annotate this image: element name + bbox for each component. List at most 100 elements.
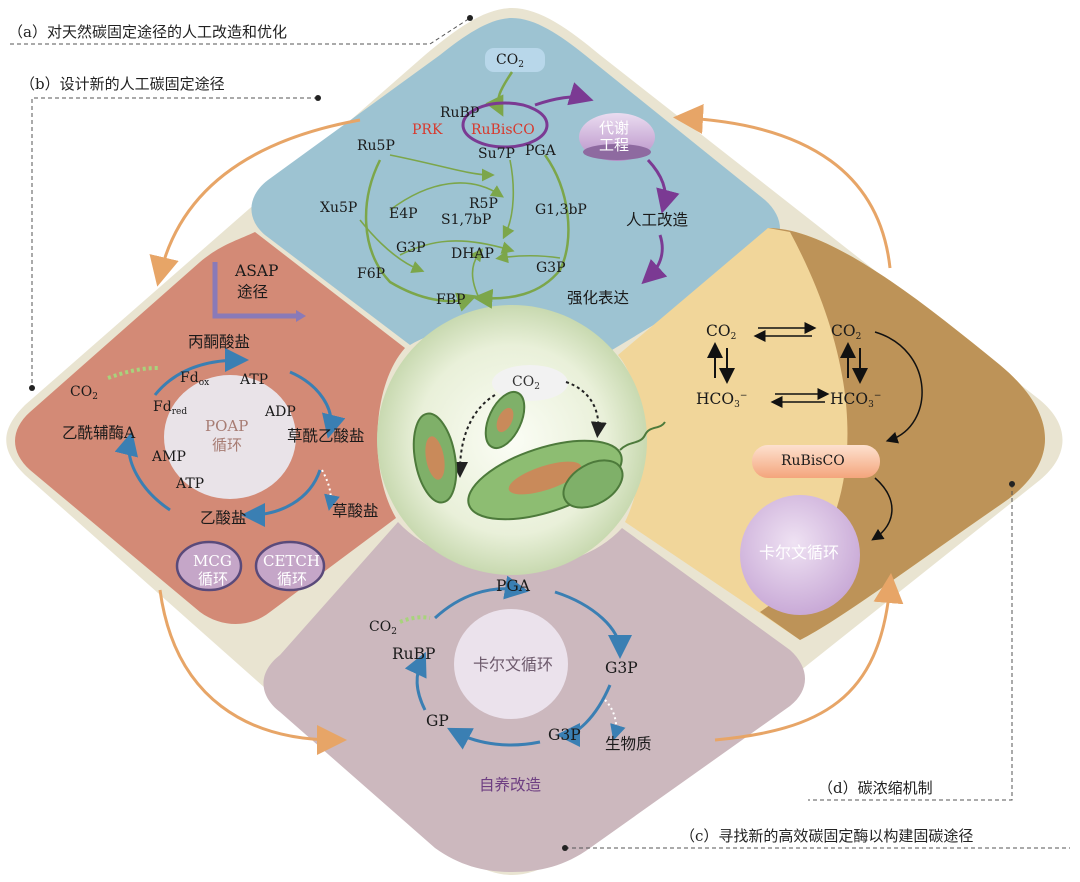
rubisco-ring	[461, 101, 549, 149]
e4p-label: E4P	[389, 206, 418, 222]
bottom-arc-bottom	[447, 727, 541, 750]
green-right-arc	[472, 154, 570, 309]
pyruvate-label: 丙酮酸盐	[188, 333, 251, 351]
cetch-label-1: CETCH	[263, 552, 320, 570]
caption-d-dot	[1009, 481, 1015, 487]
calvin-label-bottom: 卡尔文循环	[473, 655, 554, 674]
pga-label-top: PGA	[525, 143, 556, 159]
s17bp-label: S1,7bP	[441, 212, 492, 228]
caption-a-dot	[467, 15, 473, 21]
loop-arrow-bottom-right	[714, 573, 904, 742]
green-outer-arc	[364, 159, 478, 312]
green-inner-5	[470, 248, 483, 301]
co2-to-rubisco-right	[874, 331, 923, 444]
dhap-label: DHAP	[451, 246, 494, 262]
acetyl-coa-label: 乙酰辅酶A	[62, 424, 136, 442]
bottom-arc-top	[433, 575, 529, 620]
gp-label: GP	[426, 712, 449, 730]
bacteria-arrow-left	[452, 394, 496, 478]
poap-arc-bottom-right	[241, 469, 322, 527]
mcg-ring	[175, 540, 243, 592]
rubisco-out-arrow	[534, 82, 594, 107]
co2-dotted-bottom	[399, 615, 431, 624]
biomass-label: 生物质	[605, 735, 652, 753]
oxalate-dotted	[321, 469, 340, 511]
poap-label-2: 循环	[212, 436, 243, 454]
pga-label-bottom: PGA	[496, 577, 531, 595]
asap-arrow	[212, 262, 300, 319]
green-inner-2	[399, 240, 515, 256]
co2-dotted-left	[107, 366, 159, 380]
g13bp-label: G1,3bP	[535, 202, 587, 218]
green-g3p-link	[495, 250, 561, 264]
caption-b-dot	[315, 95, 321, 101]
co2-label-center: CO2	[512, 374, 540, 392]
cetch-ring	[254, 540, 326, 592]
co2-label-left: CO2	[70, 384, 98, 402]
caption-c-dot	[562, 845, 568, 851]
autotroph-label: 自养改造	[479, 776, 542, 794]
bacteria-arrow-right	[565, 381, 607, 438]
co2-label-right-b: CO2	[831, 322, 862, 342]
g3p-right-bottom-label: G3P	[605, 659, 638, 677]
loop-arrow-right-top	[673, 104, 892, 269]
bacterium-large	[467, 439, 623, 521]
prk-label: PRK	[412, 122, 443, 138]
flagellum	[619, 421, 666, 451]
biomass-dotted	[604, 699, 626, 741]
xu5p-label: Xu5P	[320, 200, 358, 216]
co2-label-top: CO2	[496, 52, 524, 70]
calvin-core-bottom	[454, 609, 568, 719]
fbp-label: FBP	[436, 292, 466, 308]
calvin-label-right: 卡尔文循环	[759, 543, 840, 562]
g3p-left-label: G3P	[396, 240, 426, 256]
rubisco-to-calvin	[871, 477, 893, 541]
bottom-arc-br	[556, 684, 612, 747]
poap-arc-top	[153, 348, 249, 396]
r5p-label: R5P	[469, 196, 498, 212]
hco3-label-b: HCO3−	[830, 390, 882, 410]
bottom-arc-left	[404, 651, 427, 711]
poap-label-1: POAP	[205, 417, 249, 435]
caption-a-leader	[10, 17, 471, 45]
enhanced-expr-label: 强化表达	[567, 289, 630, 307]
asap-label-1: ASAP	[235, 262, 279, 280]
fd-ox-label: Fdox	[180, 370, 210, 388]
fd-red-label: Fdred	[153, 399, 188, 417]
rubp-label-bottom: RuBP	[392, 645, 436, 663]
mcg-label-1: MCG	[193, 552, 232, 570]
poap-arc-left	[114, 431, 171, 512]
f6p-label: F6P	[357, 266, 386, 282]
asap-label-2: 途径	[237, 283, 269, 301]
metabolic-label-2: 工程	[599, 136, 630, 154]
atp-top-label: ATP	[240, 372, 269, 388]
g3p-right-label: G3P	[536, 260, 566, 276]
bacterium-small	[484, 390, 526, 450]
metabolic-label-1: 代谢	[599, 119, 630, 137]
cetch-label-2: 循环	[277, 570, 308, 588]
rubisco-pill-right	[752, 445, 880, 478]
acetate-label: 乙酸盐	[200, 509, 247, 527]
oxalate-label: 草酸盐	[332, 502, 379, 520]
bacterium-left	[412, 412, 458, 504]
caption-b-dot2	[29, 385, 35, 391]
caption-b: （b）设计新的人工碳固定途径	[20, 75, 225, 93]
metabolic-arrow-2	[641, 234, 668, 285]
atp-bottom-label: ATP	[176, 476, 205, 492]
co2-pill-top	[485, 48, 545, 72]
rubisco-label-right: RuBisCO	[781, 453, 845, 469]
bottom-arc-right	[554, 590, 632, 659]
artificial-mod-label: 人工改造	[626, 211, 689, 229]
caption-a: （a）对天然碳固定途径的人工改造和优化	[8, 23, 287, 41]
mcg-label-2: 循环	[198, 570, 229, 588]
bacterium-right	[562, 459, 624, 509]
g3p-bottom-label: G3P	[548, 726, 581, 744]
metabolic-arrow-1	[646, 158, 680, 214]
adp-label: ADP	[265, 404, 296, 420]
poap-arc-right	[289, 370, 346, 439]
ru5p-label: Ru5P	[357, 138, 395, 154]
hco3-label-a: HCO3−	[696, 390, 748, 410]
rubp-label-top: RuBP	[440, 105, 480, 121]
su7p-label: Su7P	[478, 146, 515, 162]
